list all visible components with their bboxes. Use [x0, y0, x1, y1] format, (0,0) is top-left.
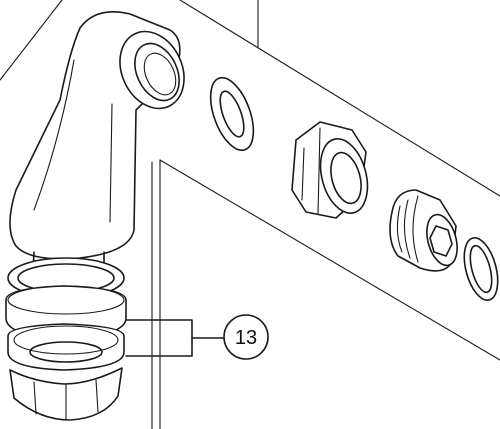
- lower-fitting-stack: [5, 251, 127, 421]
- union-nut: [291, 121, 369, 219]
- arm-outlet-spigot: [119, 30, 185, 110]
- callout-number: 13: [235, 327, 257, 349]
- o-ring: [463, 237, 499, 301]
- flat-washer: [209, 76, 255, 152]
- callout-bracket: [125, 319, 225, 357]
- threaded-connector: [389, 189, 458, 272]
- callout-balloon-13: 13: [223, 314, 269, 360]
